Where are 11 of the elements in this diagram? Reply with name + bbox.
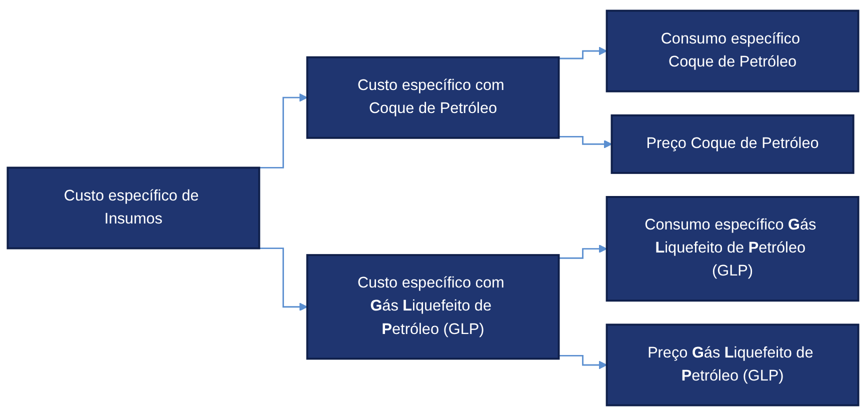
node-box: Preço Coque de Petróleo bbox=[610, 114, 854, 174]
node-box: Custo específico com Coque de Petróleo bbox=[306, 56, 560, 139]
node-box: Consumo específico Gás Liquefeito de Petróleo (GLP) bbox=[606, 196, 860, 302]
node-box: Preço Gás Liquefeito de Petróleo (GLP) bbox=[606, 324, 860, 406]
arrow bbox=[558, 354, 608, 370]
arrow bbox=[558, 244, 608, 259]
node-box: Custo específico de Insumos bbox=[6, 166, 260, 250]
arrow bbox=[558, 46, 608, 60]
arrow bbox=[558, 136, 612, 148]
node-box: Consumo específico Coque de Petróleo bbox=[606, 10, 860, 92]
node-box: Custo específico com Gás Liquefeito de Petróleo (GLP) bbox=[306, 254, 560, 360]
